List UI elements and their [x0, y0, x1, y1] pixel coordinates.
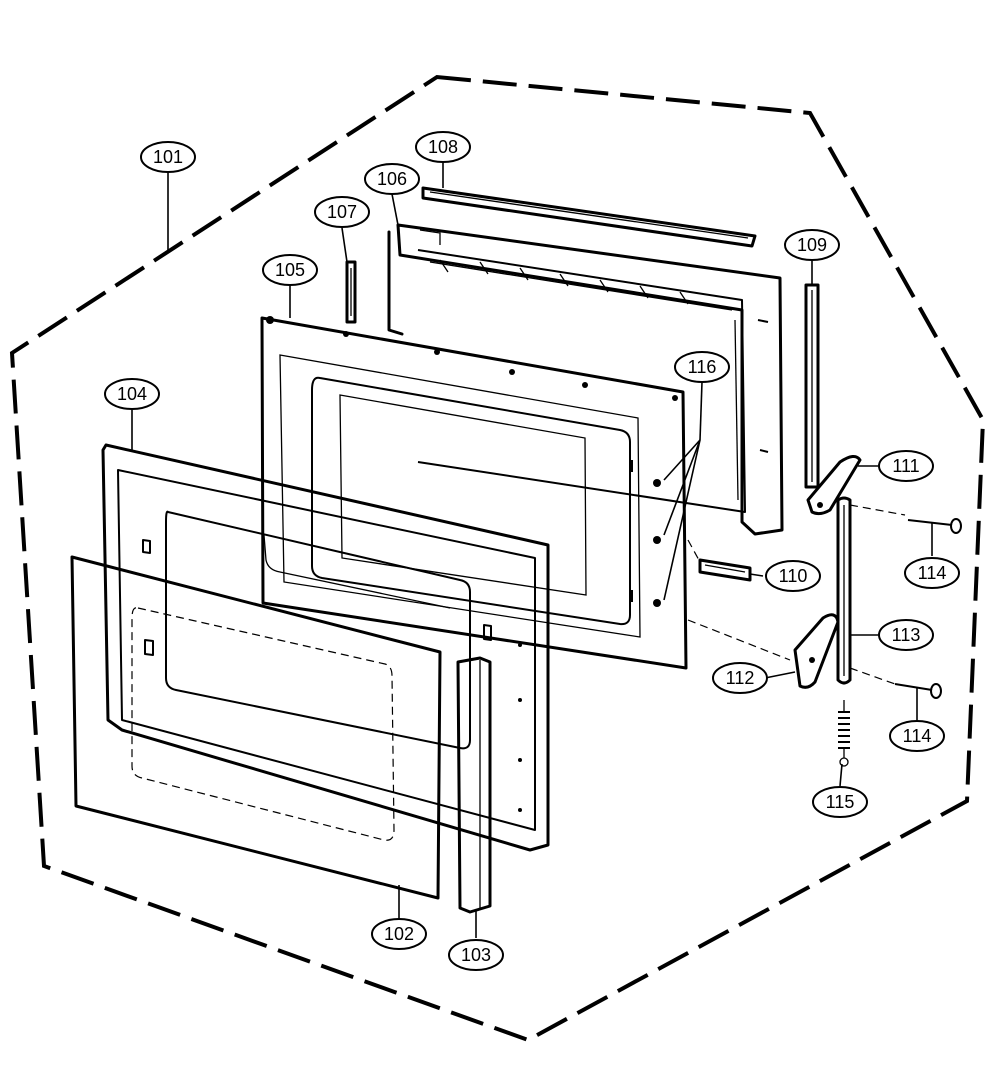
part-106-rear-frame: [387, 223, 784, 536]
svg-text:108: 108: [428, 137, 458, 157]
callout-116: 116: [674, 351, 730, 383]
svg-text:110: 110: [779, 566, 808, 586]
part-108-top-strip: [421, 186, 757, 248]
guide-line: [687, 539, 701, 563]
svg-text:105: 105: [275, 260, 305, 280]
svg-text:116: 116: [688, 357, 717, 377]
svg-text:106: 106: [377, 169, 407, 189]
svg-text:114: 114: [903, 726, 932, 746]
callout-102: 102: [371, 918, 427, 950]
guide-line: [849, 504, 906, 516]
part-115-spring: [838, 700, 850, 767]
part-107-side-strip: [345, 260, 357, 324]
callout-104: 104: [104, 378, 160, 410]
callout-101: 101: [140, 141, 196, 173]
part-110-block: [698, 558, 752, 582]
svg-text:104: 104: [117, 384, 147, 404]
part-114-screw-upper: [907, 518, 962, 534]
part-112-lower-hinge: [793, 613, 840, 689]
part-109-right-strip: [804, 283, 820, 489]
svg-text:115: 115: [826, 792, 855, 812]
svg-text:103: 103: [461, 945, 491, 965]
svg-text:102: 102: [384, 924, 414, 944]
callout-103: 103: [448, 939, 504, 971]
part-102-glass-panel: [70, 555, 442, 900]
part-113-latch-arm: [836, 496, 852, 685]
callout-109: 109: [784, 229, 840, 261]
assembly-boundary: [9, 74, 986, 1043]
svg-text:109: 109: [797, 235, 827, 255]
part-111-upper-hinge: [806, 455, 862, 516]
part-105-inner-panel: [260, 316, 688, 670]
part-114-screw-lower: [894, 683, 942, 699]
callout-106: 106: [364, 163, 420, 195]
svg-text:112: 112: [726, 668, 755, 688]
svg-text:114: 114: [918, 563, 947, 583]
callout-110: 110: [765, 560, 821, 592]
callout-114-upper: 114: [904, 557, 960, 589]
callout-114-lower: 114: [889, 720, 945, 752]
leader-lines: [131, 162, 933, 938]
callout-115: 115: [812, 786, 868, 818]
svg-text:113: 113: [892, 625, 921, 645]
callout-112: 112: [712, 662, 768, 694]
part-104-door-frame: [101, 443, 550, 852]
callout-105: 105: [262, 254, 318, 286]
callout-108: 108: [415, 131, 471, 163]
svg-text:111: 111: [892, 456, 919, 476]
callout-107: 107: [314, 196, 370, 228]
guide-line: [849, 667, 896, 685]
svg-text:101: 101: [153, 147, 183, 167]
callout-113: 113: [878, 619, 934, 651]
guide-line: [687, 619, 791, 661]
svg-text:107: 107: [327, 202, 357, 222]
callout-111: 111: [878, 450, 934, 482]
part-103-handle-strip: [456, 656, 492, 914]
